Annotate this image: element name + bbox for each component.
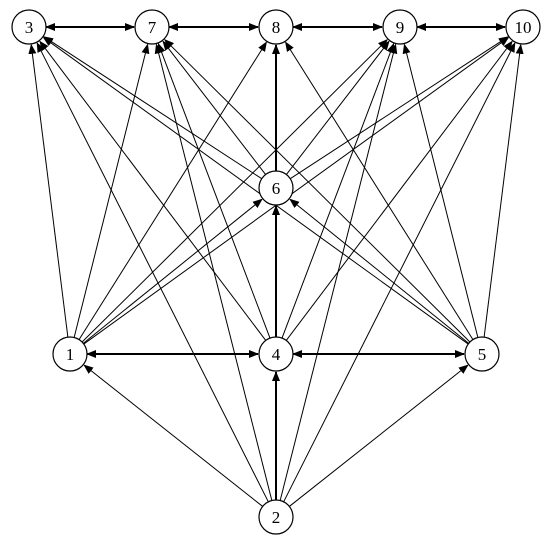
node-circle — [258, 336, 294, 372]
node-8: 8 — [258, 9, 294, 45]
edge-5-to-10 — [483, 43, 524, 338]
node-label: 2 — [272, 508, 281, 527]
node-3: 3 — [11, 9, 47, 45]
nodes-layer: 3 7 8 9 10 6 1 4 5 2 — [11, 9, 541, 535]
node-circle — [258, 9, 294, 45]
edge-5-to-8 — [285, 41, 474, 340]
node-7: 7 — [134, 9, 170, 45]
node-6: 6 — [258, 170, 294, 206]
node-circle — [464, 336, 500, 372]
node-1: 1 — [52, 336, 88, 372]
node-label: 1 — [66, 345, 75, 364]
node-circle — [11, 9, 47, 45]
edge-6-to-9 — [285, 40, 390, 175]
edge-1-to-9 — [81, 38, 388, 343]
edge-5-to-9 — [402, 43, 479, 338]
node-label: 7 — [148, 18, 157, 37]
edge-1-to-8 — [78, 41, 267, 340]
edges-layer — [28, 23, 524, 507]
edge-1-to-7 — [73, 43, 150, 338]
node-label: 6 — [272, 179, 281, 198]
edge-5-to-7 — [164, 38, 471, 343]
node-circle — [134, 9, 170, 45]
edge-4-to-3 — [39, 40, 267, 341]
node-circle — [258, 170, 294, 206]
node-4: 4 — [258, 336, 294, 372]
edge-6-to-3 — [43, 36, 263, 180]
node-circle — [505, 9, 541, 45]
node-label: 9 — [396, 18, 405, 37]
node-label: 5 — [478, 345, 487, 364]
node-circle — [52, 336, 88, 372]
node-9: 9 — [382, 9, 418, 45]
node-5: 5 — [464, 336, 500, 372]
edge-2-to-5 — [289, 364, 469, 507]
node-label: 8 — [272, 18, 281, 37]
edge-6-to-7 — [162, 40, 267, 175]
edge-6-to-10 — [289, 36, 509, 180]
edge-1-to-10 — [83, 36, 510, 345]
node-label: 3 — [25, 18, 34, 37]
node-2: 2 — [258, 499, 294, 535]
node-10: 10 — [505, 9, 541, 45]
node-label: 10 — [515, 18, 532, 37]
node-circle — [258, 499, 294, 535]
edge-5-to-3 — [42, 36, 469, 345]
node-circle — [382, 9, 418, 45]
node-label: 4 — [272, 345, 281, 364]
edge-4-to-9 — [281, 42, 395, 339]
edge-4-to-7 — [157, 42, 271, 339]
edge-2-to-1 — [83, 364, 263, 507]
edge-5-to-6 — [289, 198, 470, 344]
edge-1-to-6 — [82, 198, 263, 344]
edge-4-to-10 — [285, 40, 513, 341]
edge-1-to-3 — [28, 43, 69, 338]
